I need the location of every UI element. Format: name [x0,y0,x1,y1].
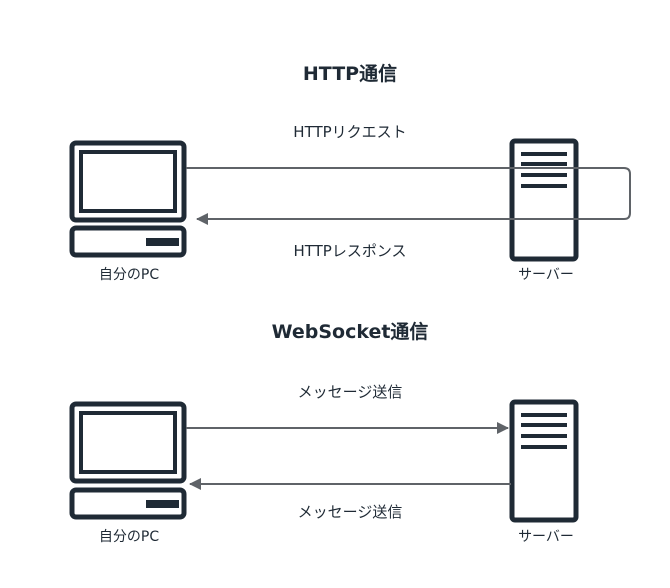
server-tower-icon [509,399,579,523]
http-server-label: サーバー [518,267,574,283]
websocket-send-label-bottom: メッセージ送信 [298,503,403,521]
desktop-computer-icon [69,401,187,520]
desktop-computer-icon [69,140,187,258]
websocket-section: WebSocket通信 自分のPC サーバー メッセージ送信 メッセージ送信 [69,320,579,545]
websocket-client-label: 自分のPC [99,529,159,545]
websocket-send-label-top: メッセージ送信 [298,383,403,401]
http-section-title: HTTP通信 [303,62,397,85]
http-client-label: 自分のPC [99,267,159,283]
http-request-label: HTTPリクエスト [293,123,406,141]
http-request-response-arrow [186,167,631,225]
http-response-label: HTTPレスポンス [293,242,406,260]
websocket-section-title: WebSocket通信 [272,320,429,343]
http-section: HTTP通信 自分のPC サーバー HTTPリクエスト HTTPレスポンス [69,62,631,283]
server-tower-icon [509,138,579,262]
websocket-server-label: サーバー [518,529,574,545]
